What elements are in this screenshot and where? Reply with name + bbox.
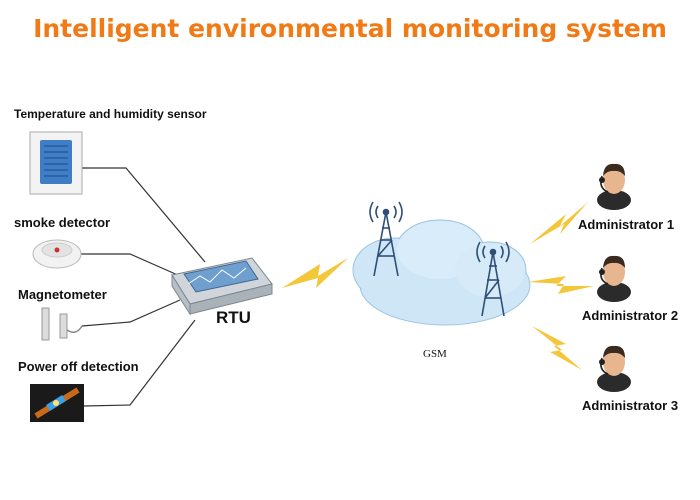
power-off-detection-icon [30,384,84,422]
network-label: GSM [423,348,447,360]
connector-line-sensor-1 [82,167,206,263]
magnetometer-icon [41,307,83,341]
connector-line-sensor-4 [83,319,196,407]
signal-bolt-rtu [282,258,348,288]
sensor-label: Magnetometer [18,287,107,302]
administrator-icon [597,163,631,210]
cloud-icon [352,219,531,326]
rtu-label: RTU [216,308,251,327]
sensor-label: smoke detector [14,215,111,230]
signal-bolt-admin-3 [532,326,582,370]
smoke-detector-icon [32,239,82,269]
admin-label: Administrator 1 [578,217,675,232]
diagram-title: Intelligent environmental monitoring sys… [33,14,667,43]
signal-bolt-admin-1 [530,202,588,244]
signal-bolt-admin-2 [528,276,594,294]
temperature-humidity-sensor-icon [29,131,83,195]
connector-line-sensor-3 [81,299,181,327]
sensor-label: Temperature and humidity sensor [14,107,207,121]
sensor-label: Power off detection [18,359,139,374]
administrator-icon [597,255,631,302]
admin-icons [597,163,631,392]
admin-label: Administrator 3 [582,398,679,413]
administrator-icon [597,345,631,392]
radio-tower-icon [476,241,510,317]
connector-line-sensor-2 [80,253,181,277]
sensor-connections [80,167,206,407]
rtu-device-icon [171,257,273,316]
radio-tower-icon [369,201,403,277]
admin-label: Administrator 2 [582,308,679,323]
